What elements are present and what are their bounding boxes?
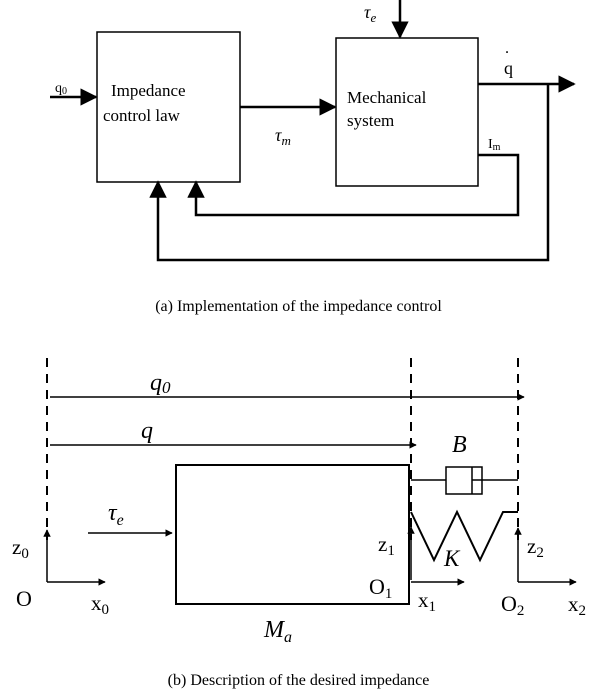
q-dimension-label: q	[141, 418, 153, 444]
system-label-line2: system	[347, 111, 394, 130]
im-feedback-loop	[187, 153, 520, 217]
mass-ma-label: Ma	[263, 617, 292, 646]
qdot-feedback-loop	[149, 84, 550, 262]
tau-e-force-label: τe	[108, 500, 124, 529]
o2-label: O2	[501, 591, 524, 619]
im-label: Im	[488, 137, 501, 153]
x1-label: x1	[418, 588, 436, 615]
damper-b-label: B	[452, 432, 467, 458]
system-label-line1: Mechanical	[347, 88, 427, 107]
origin-o-label: O	[16, 586, 32, 611]
o1-label: O1	[369, 574, 392, 602]
controller-label-line2: control law	[103, 106, 181, 125]
figure-a-caption: (a) Implementation of the impedance cont…	[155, 298, 442, 315]
impedance-model-diagram: q0 q B τe K Ma z0 z1 z2 O O1 O2 x0 x1 x2	[12, 358, 586, 646]
spring-k-label: K	[443, 546, 461, 571]
block-diagram: τe q0 Impedance control law τm Mechanica…	[50, 0, 576, 262]
controller-label-line1: Impedance	[111, 81, 186, 100]
x0-label: x0	[91, 591, 109, 618]
q0-label: q0	[55, 81, 67, 97]
q0-dimension-label: q0	[150, 370, 171, 397]
z0-label: z0	[12, 535, 29, 562]
mass-block	[175, 464, 410, 605]
qdot-label: q˙	[504, 47, 513, 78]
damper	[411, 466, 518, 495]
z2-label: z2	[527, 534, 544, 561]
tau-e-label: τe	[364, 2, 376, 25]
tau-m-label: τm	[275, 125, 291, 148]
x2-label: x2	[568, 592, 586, 619]
spring	[410, 509, 518, 563]
figure-b-caption: (b) Description of the desired impedance	[167, 672, 430, 689]
z1-label: z1	[378, 532, 395, 559]
